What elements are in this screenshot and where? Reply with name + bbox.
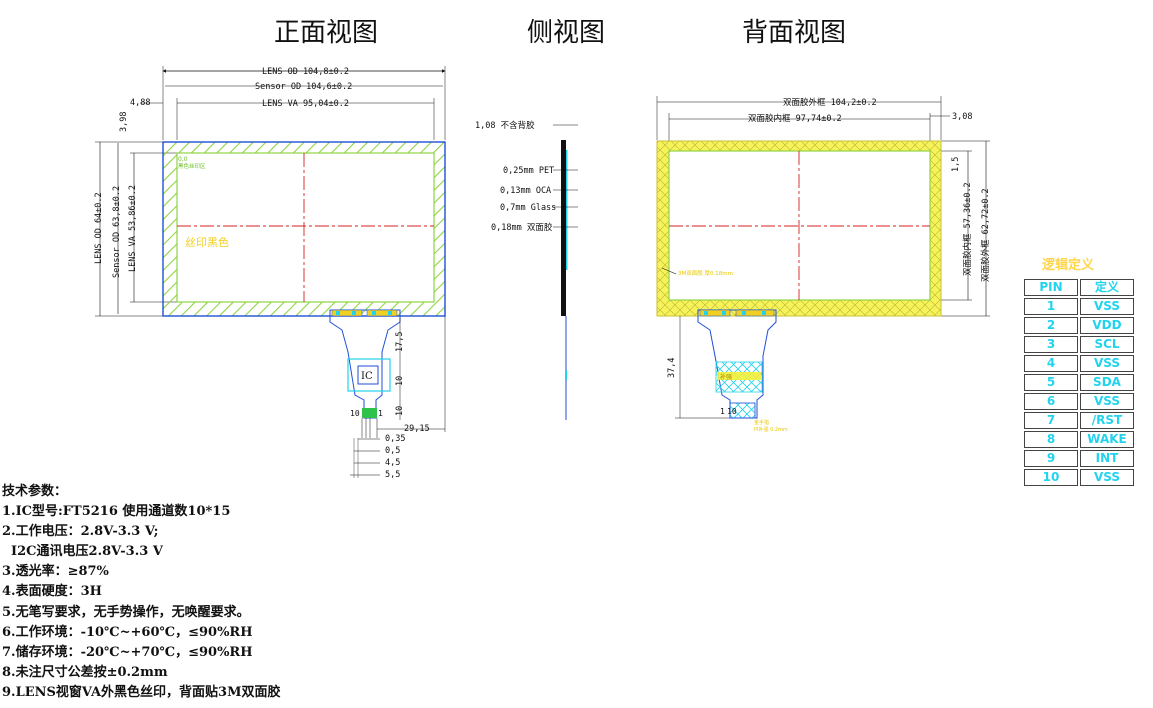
side-oca-layer: 0,13mm OCA [500, 186, 551, 196]
pin-signal: VSS [1080, 469, 1134, 486]
front-sensor-od-width: Sensor OD 104,6±0.2 [255, 82, 352, 92]
side-pet-layer: 0,25mm PET [503, 166, 554, 176]
spec-line: 9.LENS视窗VA外黑色丝印，背面贴3M双面胶 [2, 684, 281, 700]
pin-number: 9 [1024, 450, 1078, 467]
pin-signal: SDA [1080, 374, 1134, 391]
front-view: LENS OD 104,8±0.2 Sensor OD 104,6±0.2 LE… [94, 66, 446, 480]
back-top-offset: 1,5 [951, 157, 961, 172]
front-sensor-od-height: Sensor OD 63,8±0.2 [112, 186, 122, 278]
back-pin-b: 10 [727, 407, 737, 416]
back-fpc-length: 37,4 [667, 358, 677, 378]
front-gold-dim: 10 [395, 406, 405, 416]
pin-table-header-row: PIN 定义 [1024, 279, 1134, 296]
back-stiffener-label: 补强 [720, 373, 732, 381]
front-pin-a: 10 [350, 409, 360, 418]
ic-chip-label: IC [361, 371, 373, 382]
back-tape-outer-width: 双面胶外框 104,2±0.2 [783, 97, 877, 108]
spec-line: 5.无笔写要求，无手势操作，无唤醒要求。 [2, 604, 250, 620]
front-dim-45: 4,5 [385, 458, 400, 468]
spec-line: 1.IC型号:FT5216 使用通道数10*15 [2, 504, 231, 520]
pin-signal: SCL [1080, 336, 1134, 353]
side-view-title: 侧视图 [527, 18, 605, 48]
front-corner-note: 0,0 [178, 156, 188, 163]
spec-line: I2C通讯电压2.8V-3.3 V [2, 544, 163, 560]
front-lens-va-width: LENS VA 95,04±0.2 [262, 99, 349, 109]
spec-line: 3.透光率：≥87% [2, 564, 109, 580]
front-dim-55: 5,5 [385, 470, 400, 480]
side-glass-layer: 0,7mm Glass [500, 203, 556, 213]
spec-line: 8.未注尺寸公差按±0.2mm [2, 664, 168, 680]
pin-signal: WAKE [1080, 431, 1134, 448]
front-lens-od-height: LENS OD 64±0.2 [94, 192, 104, 264]
tech-specs: 技术参数： 1.IC型号:FT5216 使用通道数10*15 2.工作电压：2.8V… [2, 482, 522, 703]
front-pin-b: 1 [378, 409, 383, 418]
back-tape-inner-width: 双面胶内框 97,74±0.2 [748, 113, 842, 124]
pin-number: 8 [1024, 431, 1078, 448]
front-corner-note-2: 黑色丝印区 [178, 162, 206, 170]
pin-number: 3 [1024, 336, 1078, 353]
pin-number: 5 [1024, 374, 1078, 391]
front-fpc-offset: 29,15 [404, 424, 430, 434]
back-pin-note-2: PI补强 0.2mm [754, 426, 788, 433]
side-total-thickness: 1,08 不含背胶 [475, 120, 535, 131]
pin-number: 1 [1024, 298, 1078, 315]
pin-number: 7 [1024, 412, 1078, 429]
pin-signal: VSS [1080, 298, 1134, 315]
front-fpc-length: 17,5 [395, 332, 405, 352]
front-view-title: 正面视图 [274, 18, 378, 48]
pin-number: 4 [1024, 355, 1078, 372]
front-lens-va-height: LENS VA 53,86±0.2 [128, 185, 138, 272]
front-top-offset: 3,98 [119, 112, 129, 132]
back-tape-outer-height: 双面胶外框 62,72±0.2 [980, 188, 991, 282]
pin-header-pin: PIN [1024, 279, 1078, 296]
pin-row: 7/RST [1024, 412, 1134, 429]
back-tape-inner-height: 双面胶内框 57,36±0.2 [962, 182, 973, 276]
front-silk-label: 丝印黑色 [185, 235, 229, 249]
spec-line: 2.工作电压：2.8V-3.3 V; [2, 524, 159, 540]
side-tape-layer: 0,18mm 双面胶 [491, 222, 553, 233]
front-ic-dim: 10 [395, 376, 405, 386]
pin-number: 6 [1024, 393, 1078, 410]
spec-line: 7.储存环境：-20℃~+70℃，≤90%RH [2, 644, 253, 660]
side-view: 1,08 不含背胶 0,25mm PET 0,13mm OCA 0,7mm Gl… [475, 120, 578, 420]
pin-signal: VSS [1080, 393, 1134, 410]
pin-header-def: 定义 [1080, 279, 1134, 296]
spec-line: 技术参数： [2, 484, 68, 499]
back-right-offset: 3,08 [952, 112, 972, 122]
back-pin-note-1: 金手指 [754, 419, 769, 426]
back-view: 双面胶外框 104,2±0.2 双面胶内框 97,74±0.2 3,08 1,5… [656, 96, 991, 433]
pin-number: 10 [1024, 469, 1078, 486]
pin-table-title: 逻辑定义 [1042, 258, 1095, 273]
front-dim-05: 0,5 [385, 446, 400, 456]
spec-line: 4.表面硬度：3H [2, 584, 102, 600]
pin-number: 2 [1024, 317, 1078, 334]
front-left-offset: 4,88 [130, 98, 150, 108]
front-lens-od-width: LENS OD 104,8±0.2 [262, 67, 349, 77]
back-view-title: 背面视图 [742, 18, 846, 48]
spec-line: 6.工作环境：-10℃~+60℃，≤90%RH [2, 624, 253, 640]
pin-signal: INT [1080, 450, 1134, 467]
front-dim-035: 0,35 [385, 434, 405, 444]
pin-signal: VSS [1080, 355, 1134, 372]
back-pin-a: 1 [720, 407, 725, 416]
pin-signal: VDD [1080, 317, 1134, 334]
pin-signal: /RST [1080, 412, 1134, 429]
back-tape-note: 3M双面胶 厚0.18mm [678, 269, 733, 277]
